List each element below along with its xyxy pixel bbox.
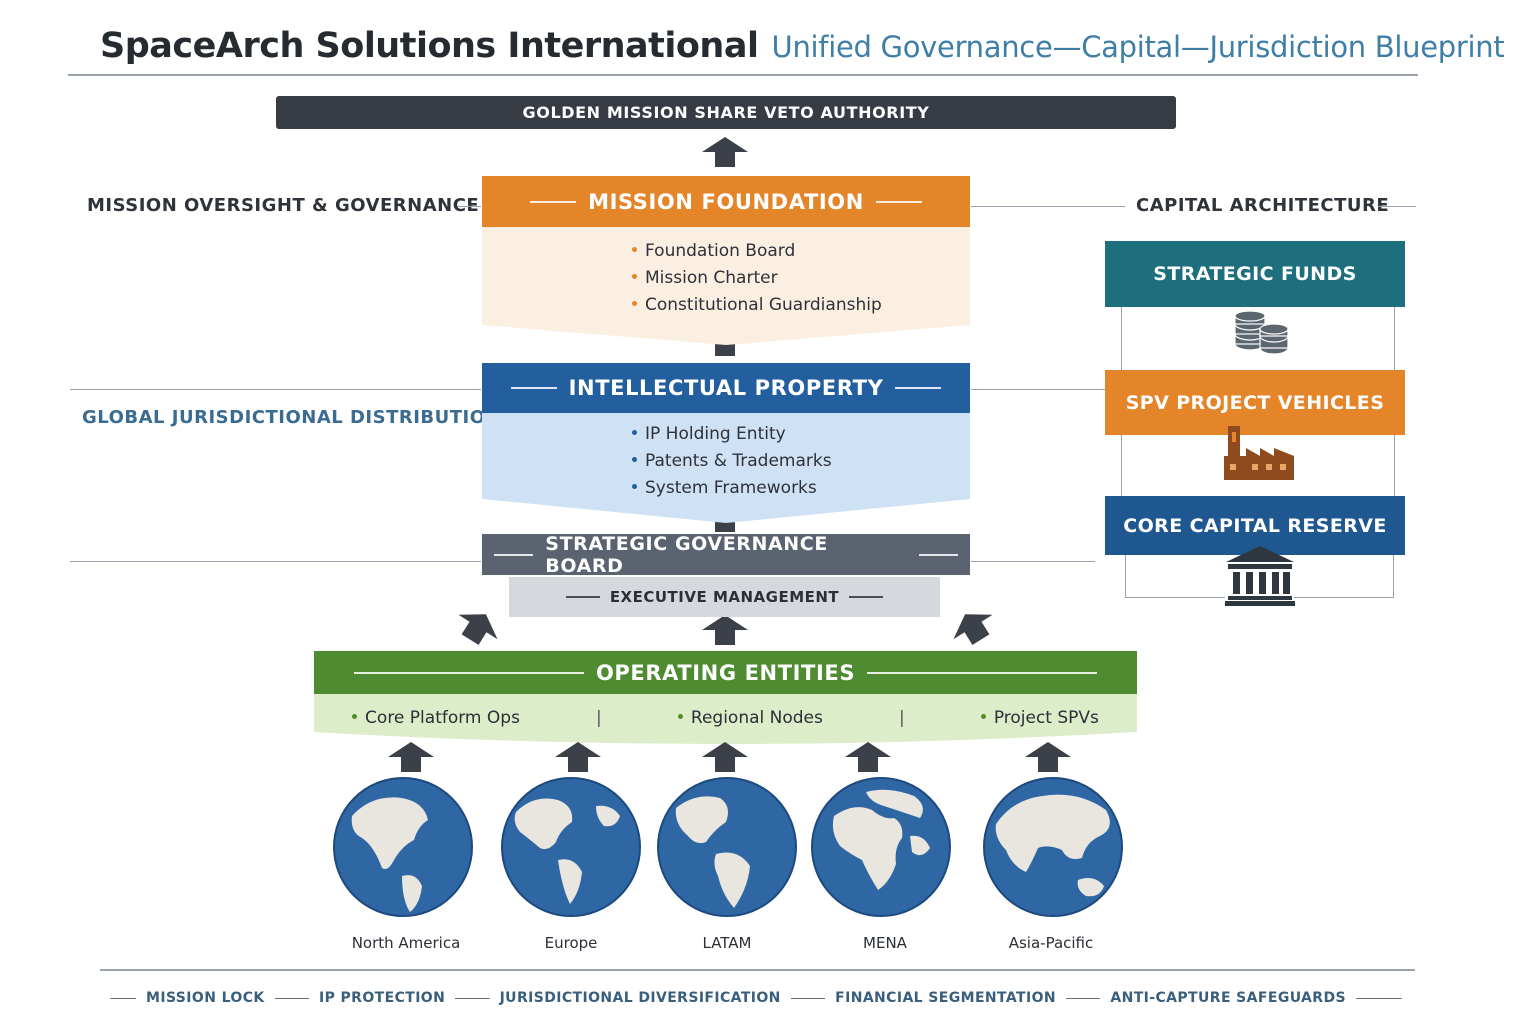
globe-icon: [656, 776, 798, 918]
footer-principles: MISSION LOCK IP PROTECTION JURISDICTIONA…: [110, 986, 1402, 1010]
globe-icon: [332, 776, 474, 918]
connector-line: [1394, 434, 1395, 496]
connector-line: [1121, 306, 1122, 370]
operating-entities-body: [314, 694, 1137, 744]
golden-share-label: GOLDEN MISSION SHARE VETO AUTHORITY: [522, 103, 930, 122]
list-item: IP Holding Entity: [632, 421, 832, 448]
up-arrow-icon: [1025, 742, 1071, 772]
footer-divider: [100, 969, 1415, 971]
capital-architecture-label: CAPITAL ARCHITECTURE: [1136, 195, 1390, 216]
list-item: Regional Nodes: [677, 708, 823, 728]
connector-line: [70, 561, 481, 562]
factory-icon: [1224, 426, 1294, 480]
separator: |: [596, 708, 602, 728]
up-arrow-icon: [946, 602, 1001, 652]
up-arrow-icon: [451, 602, 506, 652]
up-arrow-icon: [702, 742, 748, 772]
up-arrow-icon: [388, 742, 434, 772]
footer-item: MISSION LOCK: [146, 990, 265, 1006]
executive-management-bar: EXECUTIVE MANAGEMENT: [509, 577, 940, 617]
mission-foundation-body: [482, 227, 970, 345]
list-item: Project SPVs: [980, 708, 1099, 728]
region-label-asia-pacific: Asia-Pacific: [1008, 934, 1094, 952]
globe-icon: [982, 776, 1124, 918]
intellectual-property-list: IP Holding Entity Patents & Trademarks S…: [632, 421, 832, 502]
core-reserve-box: CORE CAPITAL RESERVE: [1105, 496, 1405, 555]
up-arrow-icon: [845, 742, 891, 772]
operating-entities-header: OPERATING ENTITIES: [314, 651, 1137, 694]
connector-line: [1294, 597, 1394, 598]
up-arrow-icon: [555, 742, 601, 772]
connector-line: [1125, 597, 1225, 598]
up-arrow-icon: [702, 615, 748, 645]
region-label-latam: LATAM: [702, 934, 752, 952]
intellectual-property-title: INTELLECTUAL PROPERTY: [568, 376, 884, 400]
connector-line: [457, 206, 481, 207]
mission-oversight-label: MISSION OVERSIGHT & GOVERNANCE: [87, 195, 480, 216]
intellectual-property-body: [482, 413, 970, 523]
connector-line: [1125, 555, 1126, 598]
list-item: System Frameworks: [632, 475, 832, 502]
mission-foundation-title: MISSION FOUNDATION: [588, 189, 864, 214]
connector-line: [1394, 306, 1395, 370]
connector-line: [1121, 434, 1122, 496]
golden-share-bar: GOLDEN MISSION SHARE VETO AUTHORITY: [276, 96, 1176, 129]
separator: |: [898, 708, 905, 728]
governance-board-header: STRATEGIC GOVERNANCE BOARD: [482, 532, 970, 577]
connector-line: [971, 206, 1125, 207]
connector-line: [70, 389, 481, 390]
bank-building-icon: [1225, 546, 1295, 606]
connector-line: [971, 561, 1095, 562]
core-reserve-label: CORE CAPITAL RESERVE: [1123, 514, 1387, 537]
page-title: SpaceArch Solutions International Unifie…: [100, 26, 1505, 66]
mission-foundation-list: Foundation Board Mission Charter Constit…: [632, 238, 882, 319]
operating-entities-title: OPERATING ENTITIES: [595, 660, 856, 685]
global-distribution-label: GLOBAL JURISDICTIONAL DISTRIBUTION: [82, 407, 502, 428]
region-label-north-america: North America: [351, 934, 461, 952]
globe-icon: [810, 776, 952, 918]
list-item: Patents & Trademarks: [632, 448, 832, 475]
operating-entities-list: Core Platform Ops | Regional Nodes | Pro…: [314, 698, 1137, 738]
executive-management-title: EXECUTIVE MANAGEMENT: [609, 588, 840, 606]
list-item: Mission Charter: [632, 265, 882, 292]
connector-line: [1378, 206, 1416, 207]
intellectual-property-header: INTELLECTUAL PROPERTY: [482, 363, 970, 413]
company-title: SpaceArch Solutions International: [100, 26, 759, 66]
governance-board-title: STRATEGIC GOVERNANCE BOARD: [545, 532, 828, 577]
mission-foundation-header: MISSION FOUNDATION: [482, 176, 970, 227]
connector-line: [971, 389, 1105, 390]
list-item: Foundation Board: [632, 238, 882, 265]
globe-icon: [500, 776, 642, 918]
blueprint-subtitle: Unified Governance—Capital—Jurisdiction …: [771, 30, 1505, 64]
up-arrow-icon: [702, 137, 748, 167]
footer-item: JURISDICTIONAL DIVERSIFICATION: [499, 990, 781, 1006]
list-item: Core Platform Ops: [352, 708, 520, 728]
spv-vehicles-box: SPV PROJECT VEHICLES: [1105, 370, 1405, 435]
title-divider: [68, 74, 1418, 76]
footer-item: FINANCIAL SEGMENTATION: [835, 990, 1057, 1006]
connector-line: [1393, 555, 1394, 598]
list-item: Constitutional Guardianship: [632, 292, 882, 319]
strategic-funds-box: STRATEGIC FUNDS: [1105, 241, 1405, 307]
region-label-europe: Europe: [544, 934, 598, 952]
footer-item: ANTI-CAPTURE SAFEGUARDS: [1110, 990, 1346, 1006]
region-label-mena: MENA: [863, 934, 907, 952]
coin-stacks-icon: [1234, 310, 1289, 355]
spv-vehicles-label: SPV PROJECT VEHICLES: [1125, 391, 1385, 414]
footer-item: IP PROTECTION: [318, 990, 446, 1006]
strategic-funds-label: STRATEGIC FUNDS: [1153, 263, 1357, 285]
